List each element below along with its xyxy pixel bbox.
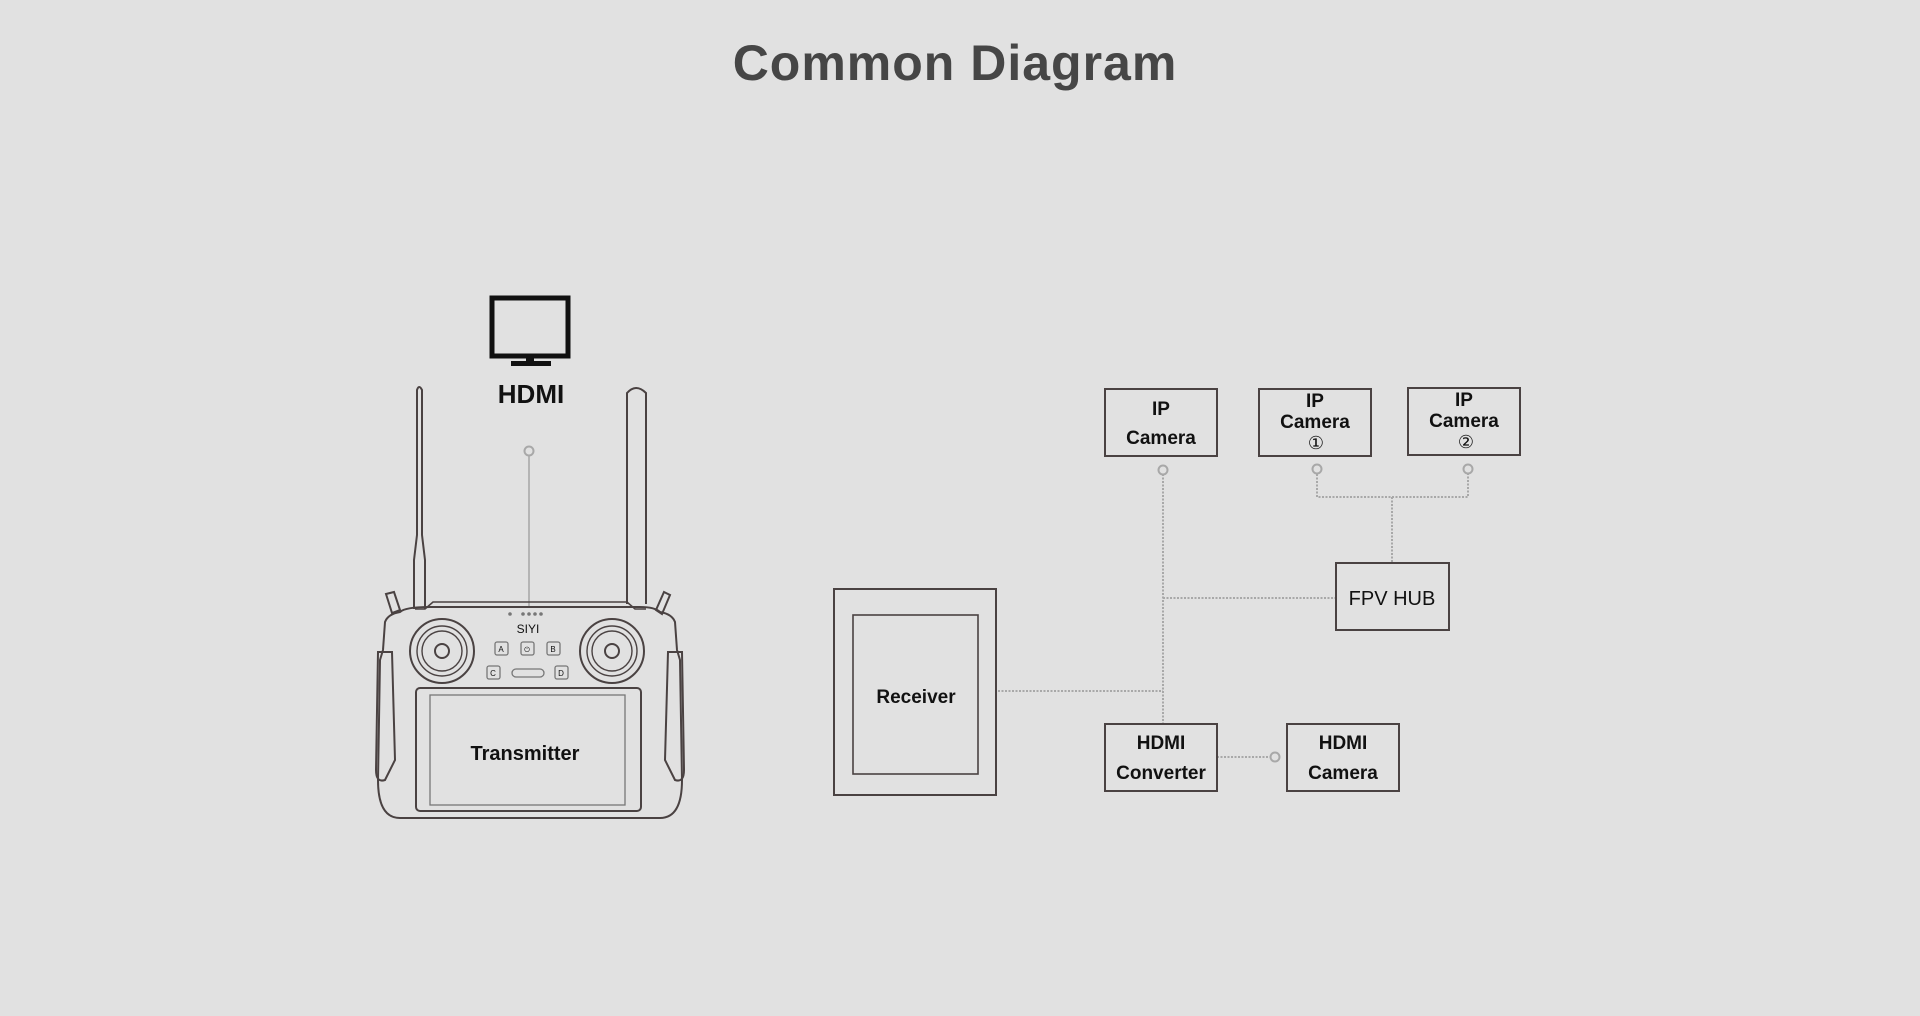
hdmi-camera-line1: HDMI xyxy=(1319,733,1368,754)
receiver-label: Receiver xyxy=(876,687,956,708)
ip-camera-2-line2: Camera xyxy=(1429,411,1499,432)
grip-right xyxy=(663,651,686,782)
ip-camera-1-line2: Camera xyxy=(1280,412,1350,433)
switch-slider xyxy=(511,668,545,678)
ip-camera-node: IP Camera xyxy=(1104,388,1218,457)
button-b-label: B xyxy=(550,645,555,654)
ip-camera-2-number: ② xyxy=(1458,432,1474,452)
transmitter-screen xyxy=(429,694,626,806)
ip-camera-2-line1: IP xyxy=(1455,390,1473,411)
connector-port-hdmi-camera xyxy=(1269,751,1281,763)
ip-camera-1-number: ① xyxy=(1308,433,1324,453)
button-d-label: D xyxy=(558,669,564,678)
status-leds xyxy=(508,612,543,616)
grip-left xyxy=(374,651,397,782)
antenna-left xyxy=(413,386,426,609)
ip-camera-1-line1: IP xyxy=(1306,391,1324,412)
transmitter-labels: SIYI A ⏻ B C D Transmitter xyxy=(471,622,580,765)
transmitter-screen-frame xyxy=(415,687,642,812)
hdmi-display-label: HDMI xyxy=(498,379,564,409)
transmitter-node xyxy=(374,386,686,819)
transmitter-label: Transmitter xyxy=(471,743,580,765)
button-c xyxy=(486,665,501,680)
connectors xyxy=(523,445,1474,763)
receiver-node: Receiver xyxy=(833,588,997,796)
button-d xyxy=(554,665,569,680)
antenna-right xyxy=(626,387,647,604)
right-joystick xyxy=(579,618,645,684)
left-joystick xyxy=(409,618,475,684)
hdmi-converter-line2: Converter xyxy=(1116,763,1206,784)
connector-port-ip-camera xyxy=(1157,464,1169,476)
brand-logo: SIYI xyxy=(517,622,540,636)
fpv-hub-node: FPV HUB xyxy=(1335,562,1450,631)
power-icon: ⏻ xyxy=(524,646,530,654)
ip-camera-line1: IP xyxy=(1152,399,1170,420)
ip-camera-2-node: IP Camera ② xyxy=(1407,387,1521,456)
connector-port-ip-camera-2 xyxy=(1462,463,1474,475)
ip-camera-line2: Camera xyxy=(1126,428,1196,449)
button-b xyxy=(546,641,561,656)
fpv-hub-label: FPV HUB xyxy=(1349,588,1436,610)
hdmi-converter-line1: HDMI xyxy=(1137,733,1186,754)
page-title: Common Diagram xyxy=(732,35,1178,91)
hdmi-camera-node: HDMI Camera xyxy=(1286,723,1400,792)
ip-camera-1-node: IP Camera ① xyxy=(1258,388,1372,457)
button-power xyxy=(520,641,535,656)
hdmi-camera-line2: Camera xyxy=(1308,763,1378,784)
hdmi-display-node: HDMI xyxy=(489,295,571,409)
connector-cameras-hub xyxy=(1316,474,1469,498)
button-a xyxy=(494,641,509,656)
button-c-label: C xyxy=(490,669,496,678)
hdmi-converter-node: HDMI Converter xyxy=(1104,723,1218,792)
connector-port-hdmi xyxy=(523,445,535,457)
button-a-label: A xyxy=(498,645,504,654)
transmitter-body xyxy=(376,606,684,819)
monitor-icon xyxy=(489,295,571,366)
connector-port-ip-camera-1 xyxy=(1311,463,1323,475)
